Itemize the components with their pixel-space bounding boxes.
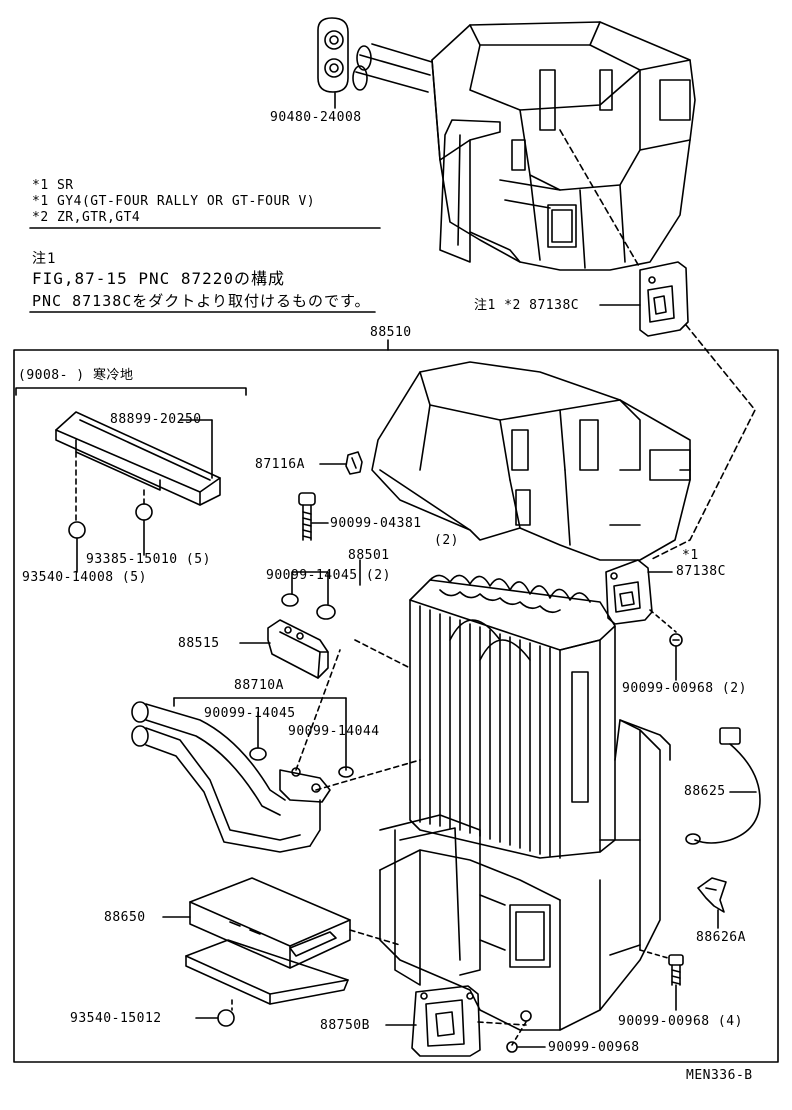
- clip-88626a: [698, 878, 726, 912]
- label-90099-04381-qty: (2): [434, 533, 459, 548]
- screw-90099-00968-2: [670, 634, 682, 646]
- label-87138c-top: 注1 *2 87138C: [474, 298, 580, 313]
- label-88626a: 88626A: [696, 930, 746, 945]
- label-90480-24008: 90480-24008: [270, 110, 362, 125]
- label-88710a: 88710A: [234, 678, 284, 693]
- clip-93540: [69, 522, 85, 538]
- part-87138c-top: [640, 262, 688, 336]
- label-90099-14044: 90099-14044: [288, 724, 380, 739]
- label-90099-00968-4: 90099-00968 (4): [618, 1014, 743, 1029]
- note-zr: *2 ZR,GTR,GT4: [32, 210, 141, 225]
- grommet-90480: [318, 18, 348, 92]
- label-90099-00968-2: 90099-00968 (2): [622, 681, 747, 696]
- label-88510: 88510: [370, 325, 412, 340]
- label-93540-14008: 93540-14008 (5): [22, 570, 147, 585]
- label-87116a: 87116A: [255, 457, 305, 472]
- note-pnc: PNC 87138Cをダクトより取付けるものです。: [32, 292, 371, 310]
- note-gy4: *1 GY4(GT-FOUR RALLY OR GT-FOUR V): [32, 194, 316, 209]
- clip-87116a: [346, 452, 362, 474]
- note-chu1: 注1: [32, 251, 57, 267]
- clip-93385: [136, 504, 152, 520]
- label-88650: 88650: [104, 910, 146, 925]
- label-88501: 88501: [348, 548, 390, 563]
- upper-case: [372, 362, 690, 560]
- label-88750b: 88750B: [320, 1018, 370, 1033]
- part-87138c-mid: [606, 560, 652, 624]
- part-88750b: [412, 986, 480, 1056]
- label-93385-15010: 93385-15010 (5): [86, 552, 211, 567]
- top-housing-assembly: [353, 22, 695, 270]
- sensor-88625: [686, 728, 760, 844]
- label-88625: 88625: [684, 784, 726, 799]
- label-88899-20250: 88899-20250: [110, 412, 202, 427]
- label-90099-00968: 90099-00968: [548, 1040, 640, 1055]
- label-93540-15012: 93540-15012: [70, 1011, 162, 1026]
- note-fig: FIG,87-15 PNC 87220の構成: [32, 269, 286, 288]
- label-90099-14045-2: 90099-14045 (2): [266, 568, 391, 583]
- lower-case: [380, 720, 670, 1030]
- bolt-90099-04381: [299, 493, 315, 540]
- valve-88515: [268, 620, 328, 678]
- note-sr: *1 SR: [32, 178, 74, 193]
- bolt-90099-00968-4: [669, 955, 683, 985]
- label-87138c-mid: 87138C: [676, 564, 726, 579]
- o-rings-upper: [282, 594, 335, 619]
- evaporator-88501: [410, 575, 615, 858]
- tray-88899: [56, 412, 220, 505]
- assembly-frame-88510: [14, 340, 778, 1062]
- label-90099-14045: 90099-14045: [204, 706, 296, 721]
- label-87138c-mid-star: *1: [682, 548, 699, 563]
- label-88515: 88515: [178, 636, 220, 651]
- amplifier-88650: [190, 878, 350, 968]
- tube-88710a: [132, 702, 330, 852]
- cold-region-bracket-label: (9008- ) 寒冷地: [18, 368, 134, 383]
- figure-id: MEN336-B: [686, 1068, 753, 1083]
- tray-88650: [186, 940, 348, 1004]
- label-90099-04381: 90099-04381: [330, 516, 422, 531]
